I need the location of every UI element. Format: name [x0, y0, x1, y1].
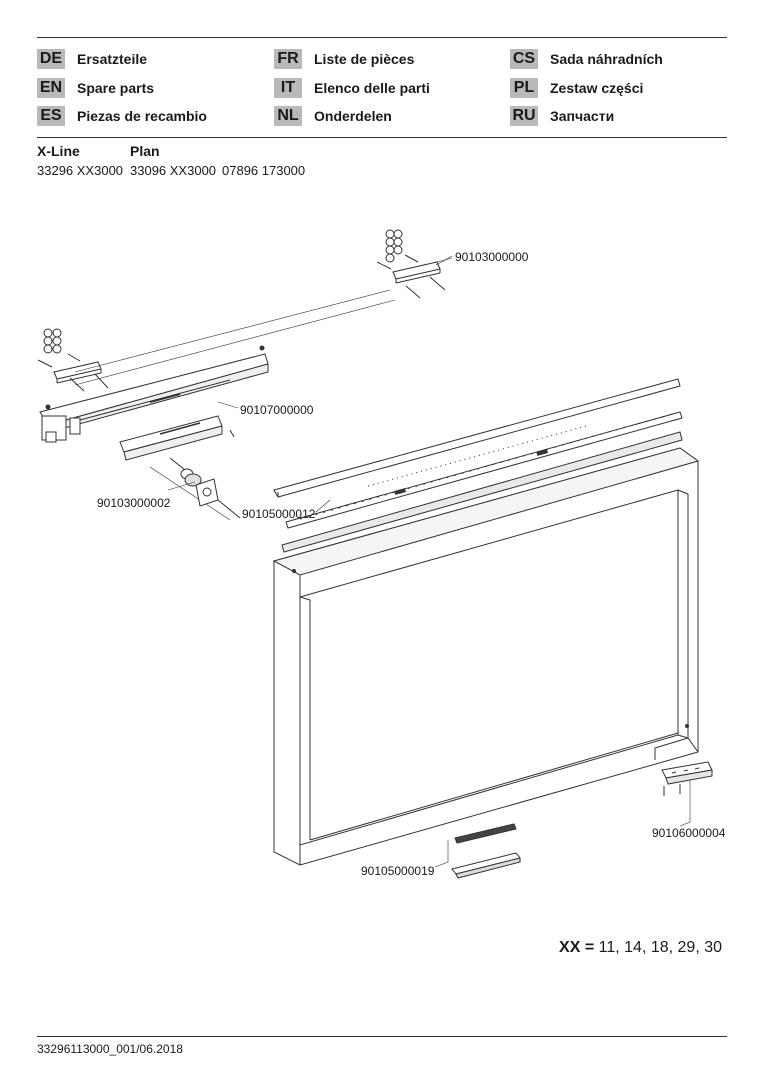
- lang-label: Liste de pièces: [314, 51, 415, 67]
- wall-bracket-right: [376, 229, 446, 299]
- lang-code: PL: [510, 78, 538, 98]
- lang-ru: RU Запчасти: [510, 105, 614, 127]
- lang-pl: PL Zestaw części: [510, 77, 643, 99]
- part-number: 90103000002: [97, 496, 171, 510]
- lang-es: ES Piezas de recambio: [37, 105, 207, 127]
- lang-label: Elenco delle parti: [314, 80, 430, 96]
- lang-fr: FR Liste de pièces: [274, 48, 414, 70]
- lang-code: IT: [274, 78, 302, 98]
- top-rule: [37, 37, 727, 38]
- lang-it: IT Elenco delle parti: [274, 77, 430, 99]
- top-profile: [273, 378, 681, 498]
- lang-label: Запчасти: [550, 108, 615, 124]
- lang-label: Ersatzteile: [77, 51, 148, 67]
- lang-label: Zestaw części: [550, 80, 644, 96]
- lang-code: ES: [37, 106, 65, 126]
- footer-rule: [37, 1036, 727, 1037]
- lang-label: Spare parts: [77, 80, 155, 96]
- lang-code: CS: [510, 49, 538, 69]
- led-chips: [367, 424, 591, 487]
- diffuser-profile: [281, 431, 683, 553]
- wall-bracket-left: [37, 328, 109, 392]
- bottom-profile: [451, 823, 521, 879]
- socket-insert: [149, 457, 241, 521]
- model-number: 07896 173000: [222, 163, 306, 178]
- part-number: 90105000012: [242, 507, 316, 521]
- lang-de: DE Ersatzteile: [37, 48, 147, 70]
- lang-code: FR: [274, 49, 302, 69]
- variant-values: 11, 14, 18, 29, 30: [598, 939, 722, 956]
- document-number: 33296113000_001/06.2018: [37, 1042, 183, 1056]
- lang-cs: CS Sada náhradních: [510, 48, 663, 70]
- variant-key: XX =: [559, 939, 595, 956]
- part-number: 90103000000: [455, 250, 529, 264]
- variant-note: XX = 11, 14, 18, 29, 30: [559, 939, 722, 957]
- lang-en: EN Spare parts: [37, 77, 154, 99]
- led-driver: [119, 415, 235, 461]
- header-rule: [37, 137, 727, 138]
- led-strip: [285, 411, 683, 529]
- lang-nl: NL Onderdelen: [274, 105, 392, 127]
- plan-heading: Plan: [130, 143, 160, 159]
- lang-code: EN: [37, 78, 65, 98]
- lang-label: Sada náhradních: [550, 51, 663, 67]
- model-number: 33296 XX3000: [37, 163, 124, 178]
- part-number: 90105000019: [361, 864, 435, 878]
- xline-heading: X-Line: [37, 143, 80, 159]
- switch-module: [661, 761, 713, 796]
- driver-housing: [39, 345, 269, 443]
- lang-label: Onderdelen: [314, 108, 392, 124]
- part-number: 90106000004: [652, 826, 726, 840]
- lang-code: DE: [37, 49, 65, 69]
- cabinet-frame: [272, 447, 700, 866]
- part-number: 90107000000: [240, 403, 314, 417]
- lang-label: Piezas de recambio: [77, 108, 207, 124]
- lang-code: NL: [274, 106, 302, 126]
- model-number: 33096 XX3000: [130, 163, 217, 178]
- lang-code: RU: [510, 106, 538, 126]
